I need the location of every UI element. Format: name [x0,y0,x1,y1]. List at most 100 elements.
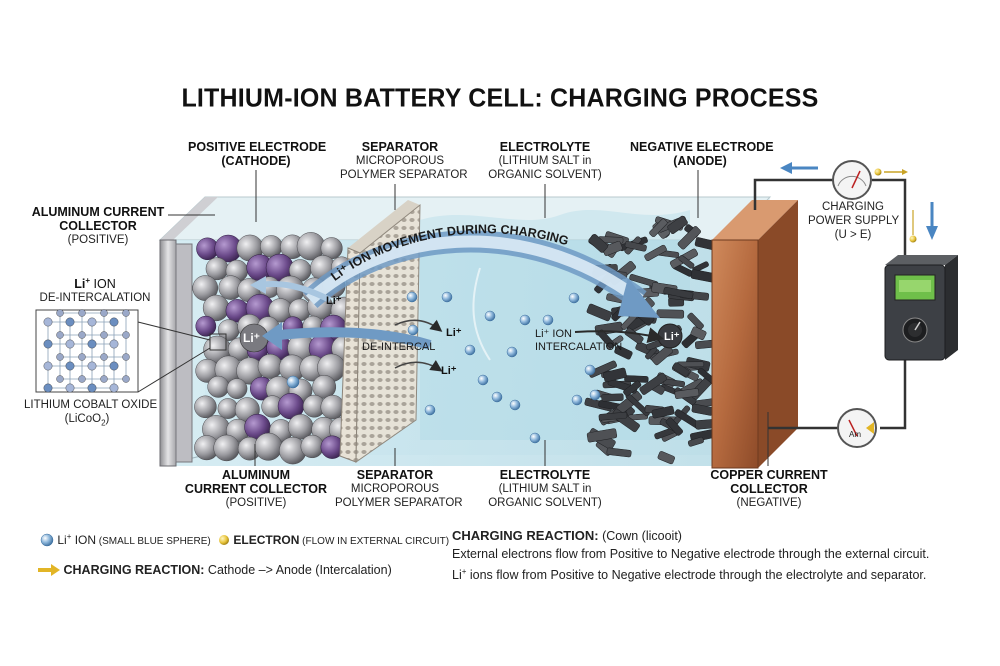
legend-reaction-row: CHARGING REACTION: Cathode –> Anode (Int… [38,563,392,577]
aluminum-collector [159,197,218,467]
graphite-flake [624,240,647,252]
lattice-atom [56,331,64,339]
graphite-flake [644,244,667,262]
leader-lines [168,170,769,466]
graphite-flake [623,380,642,397]
lattice-atom [109,383,119,393]
label-separator-bottom: SEPARATOR MICROPOROUS POLYMER SEPARATOR [335,468,463,509]
li-ion-marker-mid1: Li⁺ [446,327,462,339]
graphite-flake [687,312,704,330]
lattice-atom [100,353,108,361]
ion-sphere-icon [40,533,54,547]
notes-line-2: Li+ ions flow from Positive to Negative … [452,567,927,583]
external-circuit [753,178,907,430]
graphite-flake [639,372,668,395]
graphite-flake [603,367,627,383]
li-ion-sphere [584,364,596,376]
label-aluminum-collector-bottom: ALUMINUM CURRENT COLLECTOR (POSITIVE) [184,468,328,509]
label-positive-electrode: POSITIVE ELECTRODE (CATHODE) [188,140,327,168]
lattice-atom [43,361,53,371]
li-ion-sphere [571,394,583,406]
lattice-atom [78,353,86,361]
graphite-flake [586,428,618,443]
voltmeter-gauge [832,160,872,200]
lattice-atom [100,331,108,339]
lattice-atom [78,331,86,339]
graphite-flake [606,447,632,458]
li-ion-sphere [509,399,521,411]
lattice-atom [87,383,97,393]
graphite-flake [677,226,701,250]
intercalation-caption-1: Li⁺ ION [535,328,572,340]
current-flow-arrows [780,162,938,240]
li-ion-sphere [441,291,453,303]
lattice-atom [65,317,75,327]
li-ion-sphere [424,404,436,416]
deintercal-caption: DE-INTERCAL [362,341,435,353]
lattice-atom [43,383,53,393]
lattice-atom [43,317,53,327]
copper-collector [711,200,798,469]
graphite-flake [601,393,624,402]
li-ion-marker-left: Li⁺ [326,295,342,307]
graphite-flake [667,215,688,234]
cathode-particle [195,315,217,337]
li-ion-sphere [464,344,476,356]
ion-movement-arrow [302,230,660,318]
li-ion-sphere [519,314,531,326]
cathode-particle [213,434,240,462]
li-ion-sphere [491,391,503,403]
graphite-flake [588,233,609,253]
electrolyte-ions [286,291,601,444]
lattice-atom [56,353,64,361]
li-ion-marker-cathode: Li⁺ [243,331,260,345]
cathode-particle [194,395,217,419]
graphite-flake [586,303,612,322]
notes-heading: CHARGING REACTION: (Cown (licooit) [452,528,682,543]
notes-line-1: External electrons flow from Positive to… [452,547,930,561]
graphite-flake [672,362,690,377]
graphite-flake [665,417,683,436]
lattice-atom [109,339,119,349]
graphite-flake [651,405,675,419]
label-deintercalation: Li+ ION DE-INTERCALATION [39,276,151,305]
label-electrolyte-bottom: ELECTROLYTE (LITHIUM SALT in ORGANIC SOL… [488,468,602,509]
cathode-particle [207,375,230,398]
graphite-flake [687,436,704,447]
li-ion-sphere [568,292,580,304]
lattice-atom [122,353,130,361]
lattice-atom [87,339,97,349]
label-electrolyte-top: ELECTROLYTE (LITHIUM SALT in ORGANIC SOL… [488,140,602,181]
graphite-flake [649,218,668,238]
legend-ion-row: Li+ ION (SMALL BLUE SPHERE) ELECTRON (FL… [40,532,449,548]
lattice-atom [56,309,64,317]
lattice-atom [56,375,64,383]
lattice-atom [65,361,75,371]
label-aluminum-collector-left: ALUMINUM CURRENT COLLECTOR (POSITIVE) [31,205,165,246]
reaction-arrow-icon [38,563,60,576]
lattice-atom [122,309,130,317]
li-ion-sphere [589,389,601,401]
lattice-atom [87,317,97,327]
label-lithium-cobalt-oxide: LITHIUM COBALT OXIDE (LiCoO2) [24,399,158,428]
electron-dot-icon [219,534,230,545]
power-supply-unit [884,255,958,361]
graphite-flake [694,339,715,350]
li-ion-sphere [506,346,518,358]
li-ion-marker-anode: Li⁺ [664,331,680,343]
lattice-atom [87,361,97,371]
lattice-atom [100,375,108,383]
li-ion-sphere [542,314,554,326]
li-ion-sphere [477,374,489,386]
electron-markers [866,168,917,434]
li-ion-sphere [286,375,300,389]
lattice-atom [109,361,119,371]
lattice-atom [65,339,75,349]
lattice-atom [122,331,130,339]
reaction-notes: CHARGING REACTION: (Cown (licooit) Exter… [452,527,929,584]
li-ion-sphere [407,324,419,336]
lattice-atom [122,375,130,383]
li-ion-marker-mid2: Li⁺ [441,365,457,377]
cathode-particles [192,232,358,465]
